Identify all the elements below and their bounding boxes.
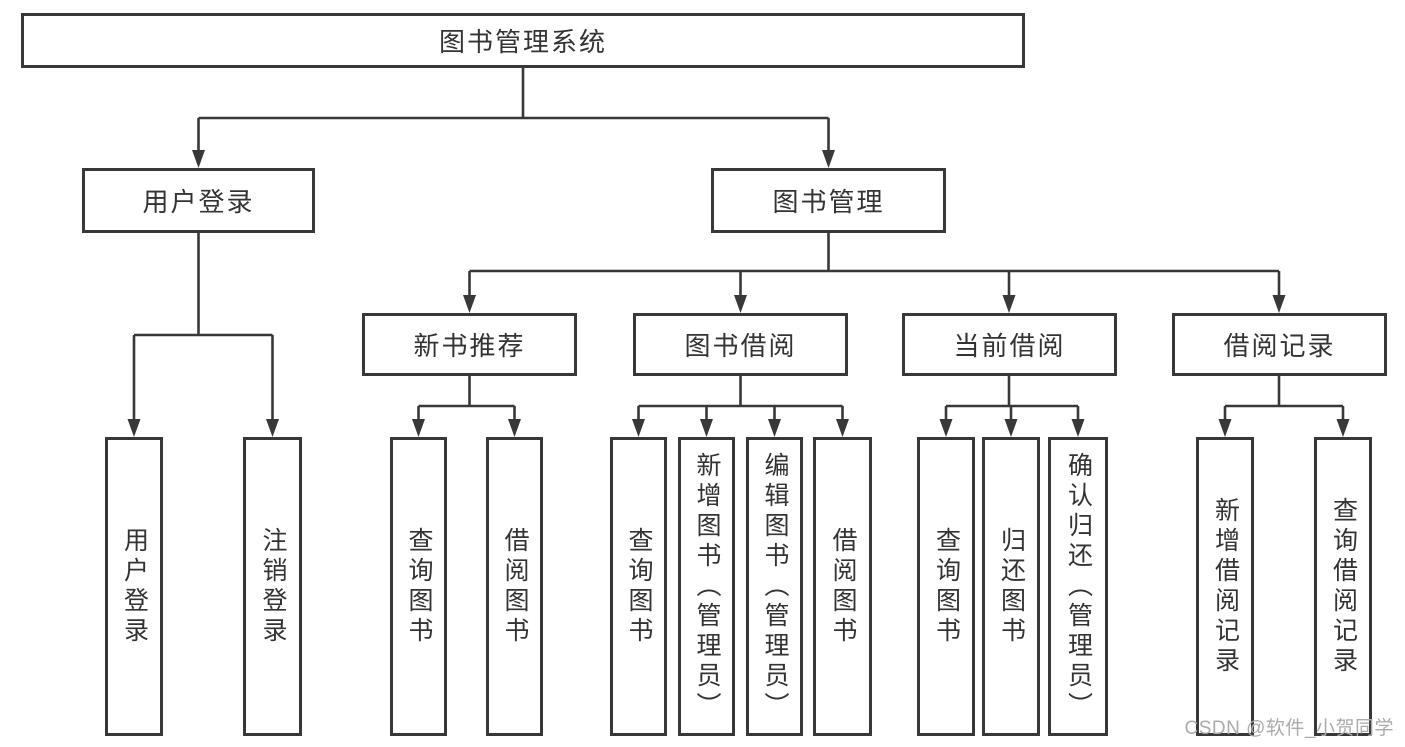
leaf-recommend-query-book-label: 查询图书 [405,526,433,647]
leaf-query-borrow-record-label: 查询借阅记录 [1329,496,1358,677]
leaf-edit-book-admin: 编辑图书（管理员） [746,437,803,736]
leaf-current-query-book: 查询图书 [917,437,975,736]
node-new-book-recommend: 新书推荐 [362,313,577,376]
node-book-borrow: 图书借阅 [633,313,848,376]
leaf-recommend-borrow-book-label: 借阅图书 [501,526,529,647]
leaf-logout-label: 注销登录 [259,526,287,647]
leaf-add-book-admin-label: 新增图书（管理员） [693,451,721,722]
leaf-current-query-book-label: 查询图书 [932,526,961,647]
leaf-confirm-return-admin: 确认归还（管理员） [1048,437,1108,736]
leaf-recommend-query-book: 查询图书 [390,437,447,736]
leaf-add-borrow-record: 新增借阅记录 [1196,437,1254,736]
leaf-recommend-borrow-book: 借阅图书 [486,437,543,736]
leaf-edit-book-admin-label: 编辑图书（管理员） [761,451,789,722]
leaf-borrow-book: 借阅图书 [813,437,872,736]
node-borrow-record: 借阅记录 [1172,313,1387,376]
node-book-management: 图书管理 [711,168,946,233]
leaf-user-login-label: 用户登录 [120,526,149,647]
leaf-confirm-return-admin-label: 确认归还（管理员） [1064,451,1093,722]
watermark: CSDN @软件_小贺同学 [1184,718,1394,739]
leaf-borrow-query-book-label: 查询图书 [625,526,653,647]
leaf-user-login: 用户登录 [105,437,163,736]
node-current-borrow: 当前借阅 [902,313,1117,376]
leaf-add-borrow-record-label: 新增借阅记录 [1211,496,1240,677]
leaf-return-book-label: 归还图书 [997,526,1026,647]
leaf-borrow-query-book: 查询图书 [610,437,667,736]
leaf-add-book-admin: 新增图书（管理员） [678,437,735,736]
leaf-logout: 注销登录 [243,437,302,736]
leaf-borrow-book-label: 借阅图书 [829,526,857,647]
leaf-return-book: 归还图书 [982,437,1040,736]
node-library-management-system: 图书管理系统 [21,13,1025,68]
leaf-query-borrow-record: 查询借阅记录 [1314,437,1372,736]
node-user-login: 用户登录 [82,168,315,233]
